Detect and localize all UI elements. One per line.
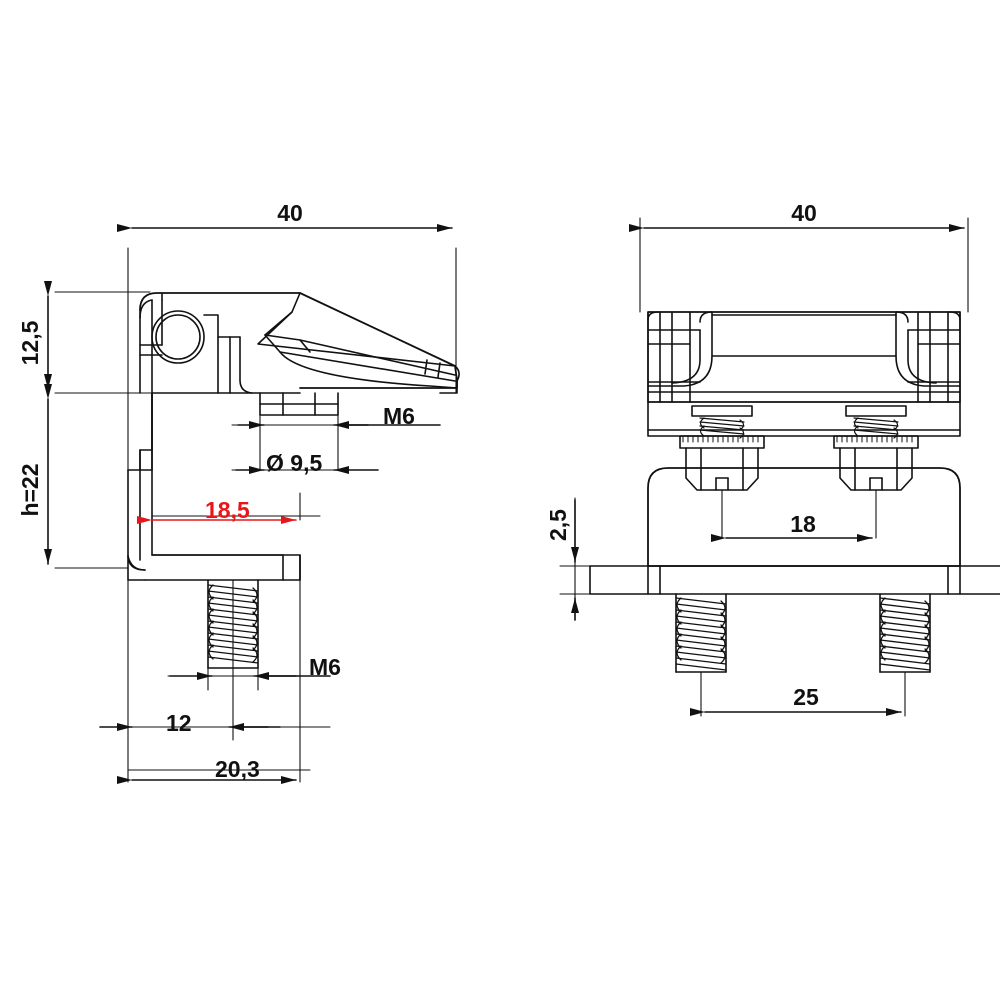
fastener-right [833, 405, 919, 491]
fl-thread [699, 417, 745, 439]
lbl-curve-l [671, 329, 701, 384]
dim-label-left-clamp-height: h=22 [17, 463, 43, 516]
dim-label-left-stud-centre: 12 [166, 710, 192, 736]
dim-label-left-base-width: 20,3 [215, 756, 260, 782]
lbl-corner [647, 311, 659, 321]
fastener-left [679, 405, 765, 491]
lbl-curve-r [907, 329, 937, 384]
dim-label-right-plate-thickness: 2,5 [545, 509, 571, 541]
lever-block-outline [647, 311, 961, 403]
lbl-inner-round-r [895, 311, 909, 323]
lbl-curve-r2 [895, 311, 961, 387]
fl-washer [679, 435, 765, 449]
base-plate-outline [589, 565, 1000, 595]
lever-bottom-edge [279, 351, 458, 389]
sr-thread [879, 597, 931, 671]
lbl-inner-round [699, 311, 713, 323]
fl-collar [691, 405, 753, 417]
housing-corner-round [139, 299, 153, 319]
left-extension-lines [54, 247, 457, 783]
lever-rib-a [299, 339, 311, 353]
fr-washer [833, 435, 919, 449]
front-view-geometry [589, 311, 1000, 673]
right-extension-lines [559, 217, 969, 717]
body-left-lower [127, 469, 146, 571]
fl-nut-body [685, 447, 759, 491]
pivot-bore-outer [151, 310, 205, 364]
dim-label-right-nut-spacing: 18 [790, 511, 816, 537]
lever-top-facet [257, 292, 456, 367]
dim-label-right-width: 40 [791, 200, 817, 226]
upper-plate [647, 401, 961, 437]
fr-washer-hatch [836, 435, 913, 443]
sl-thread [675, 597, 727, 671]
lever-rib-b [424, 359, 428, 375]
lbr-corner [949, 311, 961, 321]
dim-label-right-stud-spacing: 25 [793, 684, 819, 710]
cam-right-edge [203, 314, 219, 394]
jaw-corner [127, 555, 146, 571]
fr-thread [853, 417, 899, 439]
dim-label-left-thread-bottom: M6 [309, 654, 341, 680]
dim-label-left-bore: Ø 9,5 [266, 450, 322, 476]
cam-round-down [239, 336, 253, 394]
lbl-curve-l2 [647, 311, 713, 387]
fl-washer-hatch [682, 435, 759, 443]
body-left-upper [139, 392, 153, 451]
dim-label-left-offset: 18,5 [205, 497, 250, 523]
lever-lower-facet [264, 334, 456, 382]
lever-mid-facet [264, 311, 456, 376]
fr-nut-body [839, 447, 913, 491]
jaw-outline [144, 392, 301, 581]
threaded-stud-front-left [675, 593, 727, 673]
lever-rib-c [437, 362, 441, 378]
dim-label-left-thread-top: M6 [383, 403, 415, 429]
lever-tip-face [439, 379, 458, 394]
pivot-bore-inner [155, 314, 201, 360]
threaded-stud-front-right [879, 593, 931, 673]
dim-label-left-width: 40 [277, 200, 303, 226]
dim-label-left-head-height: 12,5 [17, 320, 43, 365]
main-body-outline [647, 467, 961, 567]
fr-collar [845, 405, 907, 417]
side-view-geometry [127, 292, 460, 669]
